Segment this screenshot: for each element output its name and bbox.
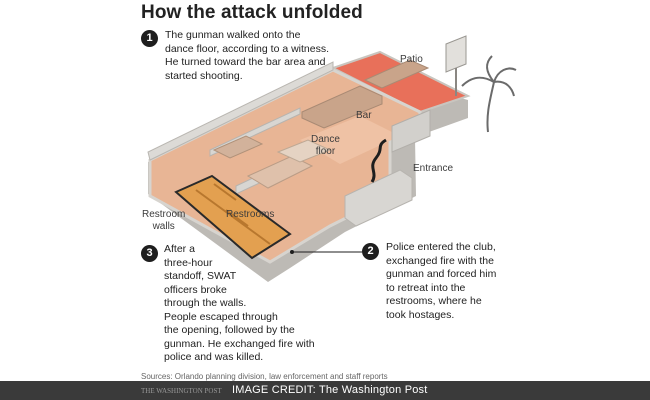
sources-note: Sources: Orlando planning division, law …: [141, 372, 388, 381]
publisher-logo: THE WASHINGTON POST: [141, 387, 222, 395]
credit-bar: [0, 381, 650, 400]
label-restrooms: Restrooms: [226, 209, 275, 220]
bar-counter-back: [363, 59, 430, 89]
bar-counter: [301, 85, 383, 129]
lounge-block: [246, 155, 314, 189]
palm-tree-icon: [461, 55, 517, 133]
gunman-path: [370, 138, 387, 183]
step-3-text: After a three-hour standoff, SWAT office…: [164, 243, 315, 363]
step-2-number: 2: [362, 243, 379, 260]
entrance-wall: [391, 109, 431, 153]
table-block: [276, 139, 332, 163]
booth-block: [212, 135, 264, 159]
label-bar: Bar: [356, 110, 372, 121]
entrance-block: [344, 169, 413, 227]
step-1-number: 1: [141, 30, 158, 47]
label-patio: Patio: [400, 54, 423, 65]
image-credit: IMAGE CREDIT: The Washington Post: [232, 384, 428, 396]
label-restroom-walls: Restroom walls: [142, 209, 186, 232]
label-entrance: Entrance: [413, 163, 454, 174]
step-3-number: 3: [141, 245, 158, 262]
patio-sign-icon: [445, 35, 467, 96]
back-wall: [147, 61, 334, 161]
page-title: How the attack unfolded: [141, 2, 363, 23]
label-dance-floor: Dance floor: [311, 134, 340, 157]
step-2-text: Police entered the club, exchanged fire …: [386, 241, 497, 321]
step-1-text: The gunman walked onto the dance floor, …: [165, 29, 330, 82]
